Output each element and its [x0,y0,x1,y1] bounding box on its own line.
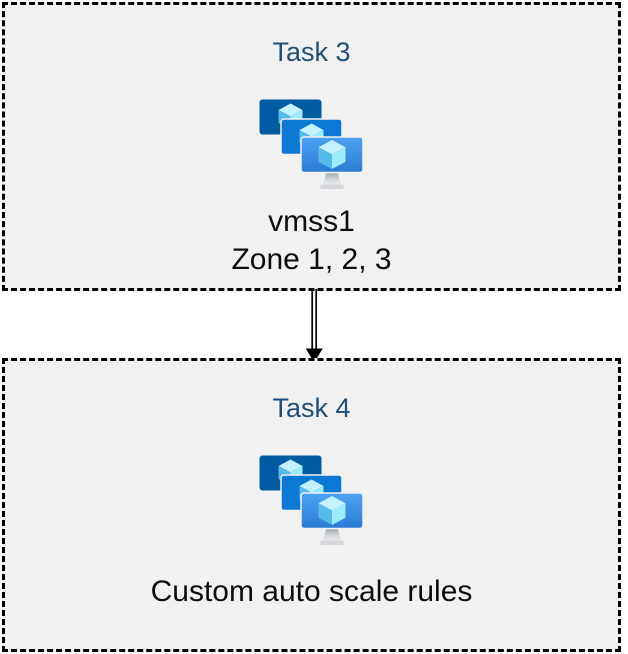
task-connector-arrow [305,289,323,363]
monitor-stand [320,171,344,189]
vmss-name-label: vmss1 [268,205,355,238]
task4-caption: Custom auto scale rules [151,573,473,611]
task4-title-label: Task 4 [272,393,351,423]
screen-front [300,492,364,530]
vm-scale-set-icon [259,99,364,189]
task4-box: Task 4 [2,358,621,652]
arrowhead-icon [305,348,323,363]
monitor-stand [320,527,344,545]
task3-title-label: Task 3 [272,37,351,67]
screen-front [300,136,364,174]
vm-scale-set-icon [259,455,364,545]
task3-caption: vmss1 Zone 1, 2, 3 [231,203,391,279]
vmss-zones-label: Zone 1, 2, 3 [231,243,392,276]
autoscale-rules-label: Custom auto scale rules [150,575,473,608]
task3-box: Task 3 [2,2,621,291]
